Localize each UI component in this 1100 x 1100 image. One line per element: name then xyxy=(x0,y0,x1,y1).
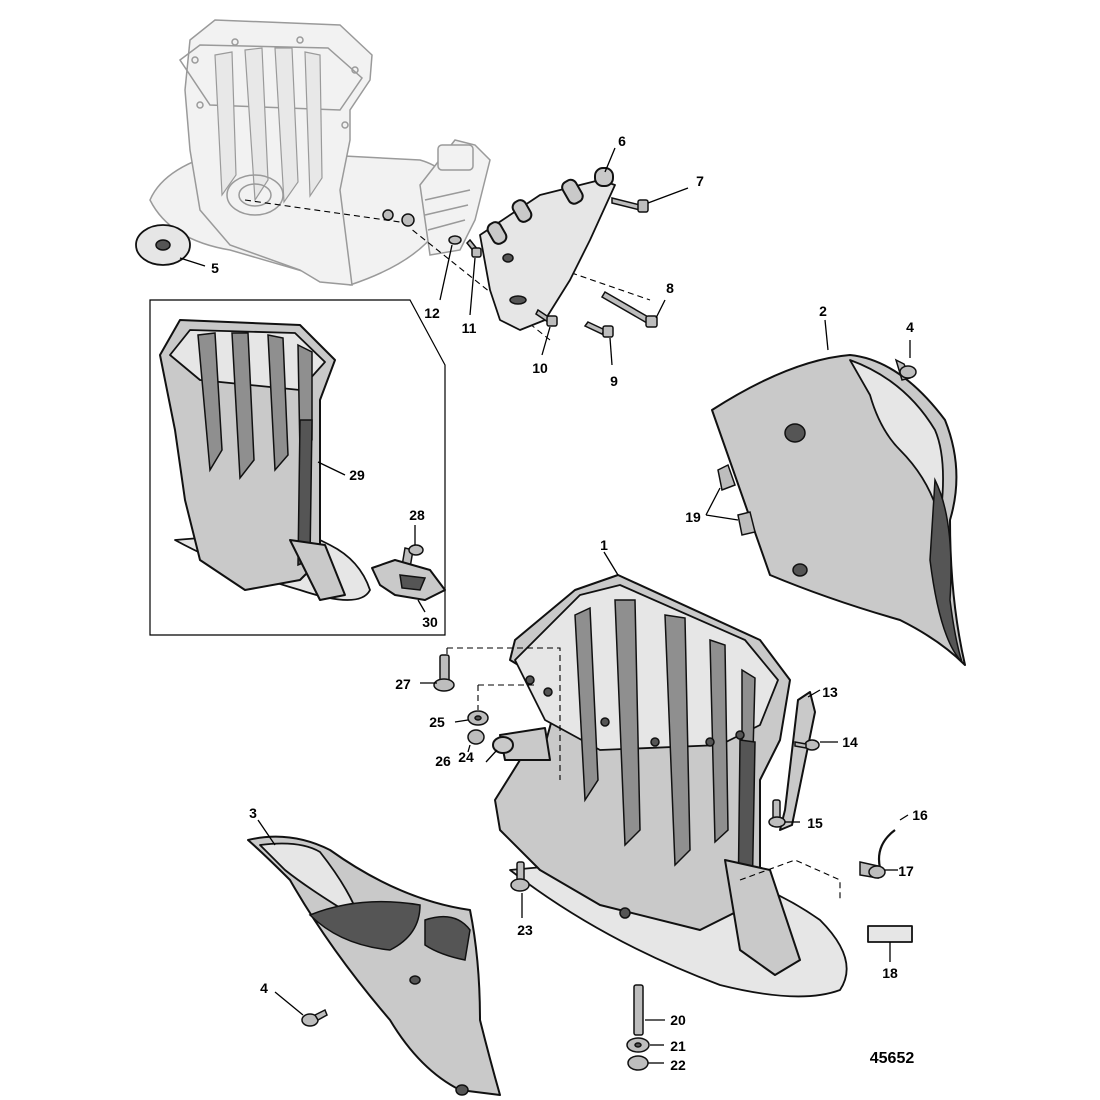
part-8-bolt xyxy=(600,290,666,328)
part-27-bolt xyxy=(420,654,455,692)
part-22-nut xyxy=(627,1055,664,1071)
callout-6: 6 xyxy=(618,133,626,149)
callout-15: 15 xyxy=(807,815,823,831)
callout-28: 28 xyxy=(409,507,425,523)
callout-7: 7 xyxy=(696,173,704,189)
part-26-washer xyxy=(467,729,485,753)
figure-number: 45652 xyxy=(870,1050,915,1067)
callout-23: 23 xyxy=(517,922,533,938)
callout-17: 17 xyxy=(898,863,914,879)
callout-12: 12 xyxy=(424,305,440,321)
part-23-bolt xyxy=(510,861,530,918)
callout-20: 20 xyxy=(670,1012,686,1028)
callout-26: 26 xyxy=(435,753,451,769)
inset-alternate-housing xyxy=(149,299,446,636)
callout-24: 24 xyxy=(458,749,474,765)
callout-25: 25 xyxy=(429,714,445,730)
ghost-upper-mount xyxy=(382,139,491,256)
part-17-clip xyxy=(859,861,898,879)
part-10-bolt xyxy=(535,308,558,356)
callout-29: 29 xyxy=(349,467,365,483)
part-9-bolt xyxy=(583,321,614,366)
callout-8: 8 xyxy=(666,280,674,296)
part-21-washer xyxy=(626,1037,664,1053)
part-5-plug xyxy=(135,224,206,267)
part-7-bolt xyxy=(611,187,689,213)
part-4-screw-upper xyxy=(894,340,917,381)
callout-4-lower: 4 xyxy=(260,980,268,996)
part-4-screw-lower xyxy=(274,991,328,1027)
part-12-washer xyxy=(439,235,462,301)
part-18-decal xyxy=(867,925,913,962)
callout-18: 18 xyxy=(882,965,898,981)
callout-4-upper: 4 xyxy=(906,319,914,335)
callout-5: 5 xyxy=(211,260,219,276)
callout-2: 2 xyxy=(819,303,827,319)
part-16-wire xyxy=(877,814,909,869)
callout-13: 13 xyxy=(822,684,838,700)
callout-27: 27 xyxy=(395,676,411,692)
callout-21: 21 xyxy=(670,1038,686,1054)
part-20-stud xyxy=(633,984,665,1036)
ghost-driveshaft-housing xyxy=(149,19,452,286)
part-2-side-cover xyxy=(711,319,966,666)
callout-3: 3 xyxy=(249,805,257,821)
part-11-bolt xyxy=(465,238,482,316)
part-28-bolt xyxy=(401,525,424,569)
part-14-screw xyxy=(794,739,838,751)
part-30-bracket xyxy=(371,559,446,613)
callout-11: 11 xyxy=(462,320,477,336)
callout-30: 30 xyxy=(422,614,438,630)
part-15-bolt xyxy=(768,799,800,828)
callout-9: 9 xyxy=(610,373,618,389)
callout-16: 16 xyxy=(912,807,928,823)
callout-22: 22 xyxy=(670,1057,686,1073)
part-19-clips xyxy=(705,463,756,536)
part-1-driveshaft-housing xyxy=(494,551,848,998)
callout-1: 1 xyxy=(600,537,608,553)
part-24-plug xyxy=(485,736,514,763)
part-13-bracket xyxy=(779,689,821,831)
part-3-lower-cover xyxy=(247,819,501,1096)
callout-10: 10 xyxy=(532,360,548,376)
part-6-bracket xyxy=(479,147,616,331)
callout-14: 14 xyxy=(842,734,858,750)
callout-19: 19 xyxy=(685,509,701,525)
part-25-nut xyxy=(454,710,489,726)
